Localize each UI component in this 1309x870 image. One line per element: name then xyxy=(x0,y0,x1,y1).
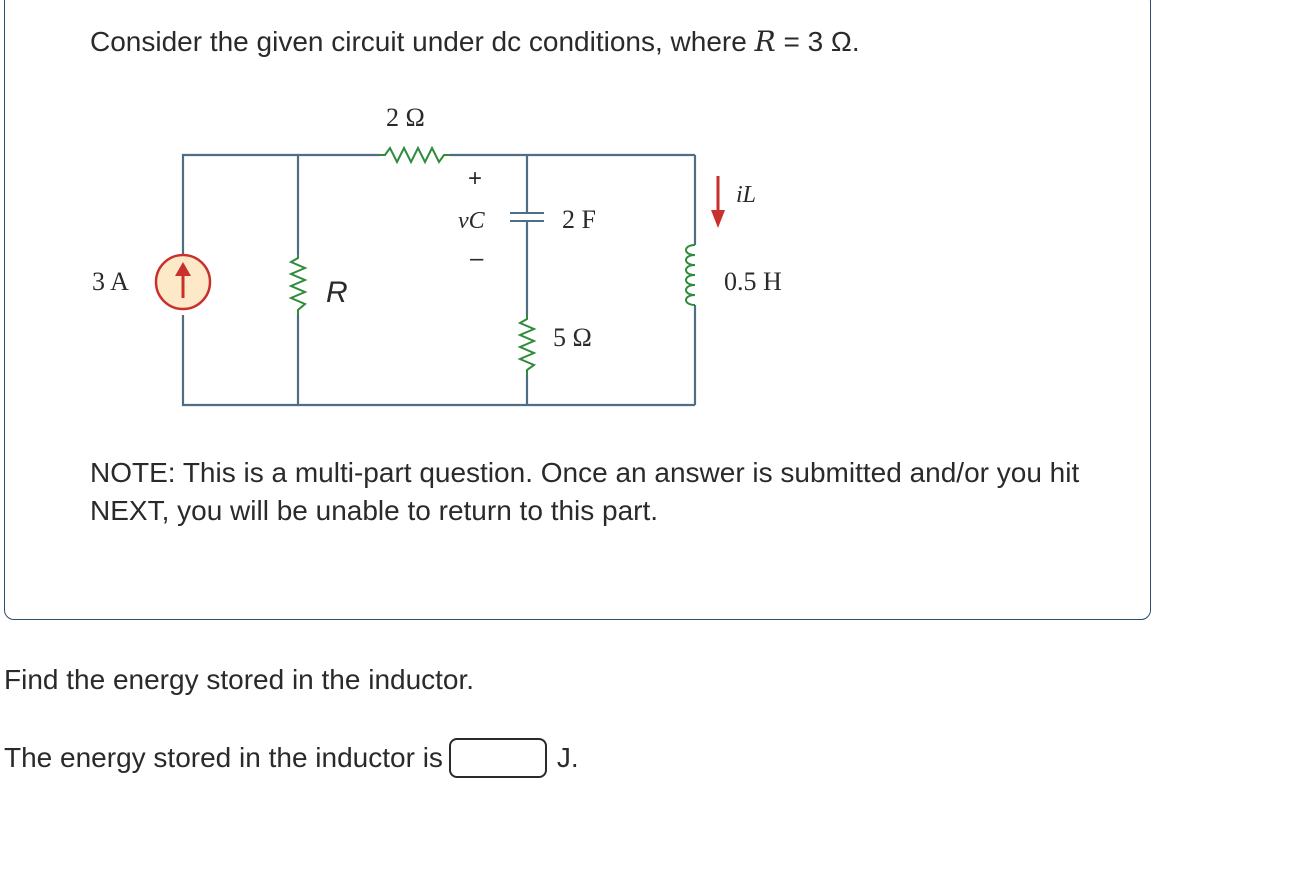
answer-row: The energy stored in the inductor is J. xyxy=(4,738,579,778)
inductor xyxy=(685,244,696,306)
resistor-5-ohm xyxy=(517,315,537,375)
resistor-r-label: R xyxy=(326,276,348,309)
resistor-2-ohm-label: 2 Ω xyxy=(386,103,425,132)
inductor-label: 0.5 H xyxy=(724,267,782,296)
note-text: NOTE: This is a multi-part question. Onc… xyxy=(90,457,1080,526)
circuit-wires xyxy=(181,153,697,407)
current-arrow-icon xyxy=(711,176,725,228)
problem-card xyxy=(4,0,1151,620)
answer-prefix: The energy stored in the inductor is xyxy=(4,742,443,773)
il-label: iL xyxy=(736,182,756,208)
resistor-r xyxy=(288,255,308,315)
vc-label: vC xyxy=(458,208,486,234)
vc-plus-sign: + xyxy=(468,165,482,192)
vc-minus-sign: – xyxy=(470,245,484,272)
energy-answer-input[interactable] xyxy=(448,738,547,778)
resistor-5-ohm-label: 5 Ω xyxy=(553,323,592,352)
current-source xyxy=(154,253,212,311)
circuit-diagram: 3 A R 2 Ω 2 F vC + – 5 Ω 0.5 H iL xyxy=(92,103,782,407)
answer-unit: J. xyxy=(556,742,579,773)
intro-text: Consider the given circuit under dc cond… xyxy=(90,26,755,57)
capacitor xyxy=(510,212,544,222)
source-label: 3 A xyxy=(92,267,129,296)
capacitor-label: 2 F xyxy=(562,205,596,234)
resistor-2-ohm xyxy=(380,145,450,165)
question-text: Find the energy stored in the inductor. xyxy=(4,664,475,695)
problem-statement: Consider the given circuit under dc cond… xyxy=(90,24,860,60)
resistance-variable: R xyxy=(754,25,776,58)
resistance-value: = 3 Ω. xyxy=(775,26,860,57)
